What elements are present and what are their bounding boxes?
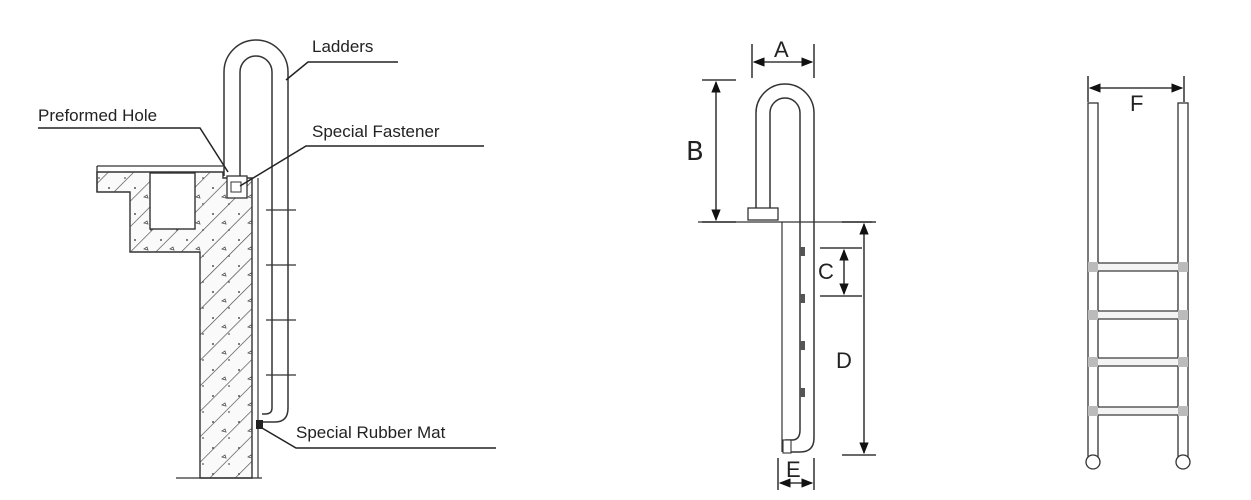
preformed-hole-label: Preformed Hole [38, 106, 157, 125]
special-rubber-mat-label: Special Rubber Mat [296, 423, 446, 442]
preformed-cavity [149, 172, 196, 230]
special-fastener-label: Special Fastener [312, 122, 440, 141]
rubber-mat-leader [261, 427, 496, 449]
ladder-tube-side [223, 39, 289, 423]
rungs [1091, 262, 1185, 416]
step-pads [800, 247, 805, 397]
right-foot [1175, 454, 1191, 470]
dimension-f-label: F [1130, 91, 1143, 116]
ladders-label: Ladders [312, 37, 373, 56]
fastener-block [226, 175, 248, 199]
ladder-tube-elevation [755, 83, 815, 453]
ladders-leader [285, 61, 398, 81]
rubber-mat [256, 420, 263, 429]
dimension-c-label: C [818, 259, 834, 284]
preformed-hole-leader [38, 127, 229, 173]
step-ticks [266, 209, 296, 376]
left-foot [1085, 454, 1101, 470]
dimension-a-label: A [774, 37, 789, 62]
dimension-f-line [1087, 76, 1185, 102]
side-elevation-view [698, 83, 872, 454]
installation-section-view [38, 39, 496, 479]
right-rail [1177, 102, 1189, 459]
dimension-lines [702, 44, 876, 490]
special-fastener-leader [239, 145, 484, 187]
dimension-e-label: E [786, 457, 801, 482]
base-flange [747, 207, 779, 221]
dimension-b-label: B [686, 137, 704, 167]
left-rail [1087, 102, 1099, 459]
front-elevation-view [1085, 102, 1191, 470]
dimension-d-label: D [836, 348, 852, 373]
